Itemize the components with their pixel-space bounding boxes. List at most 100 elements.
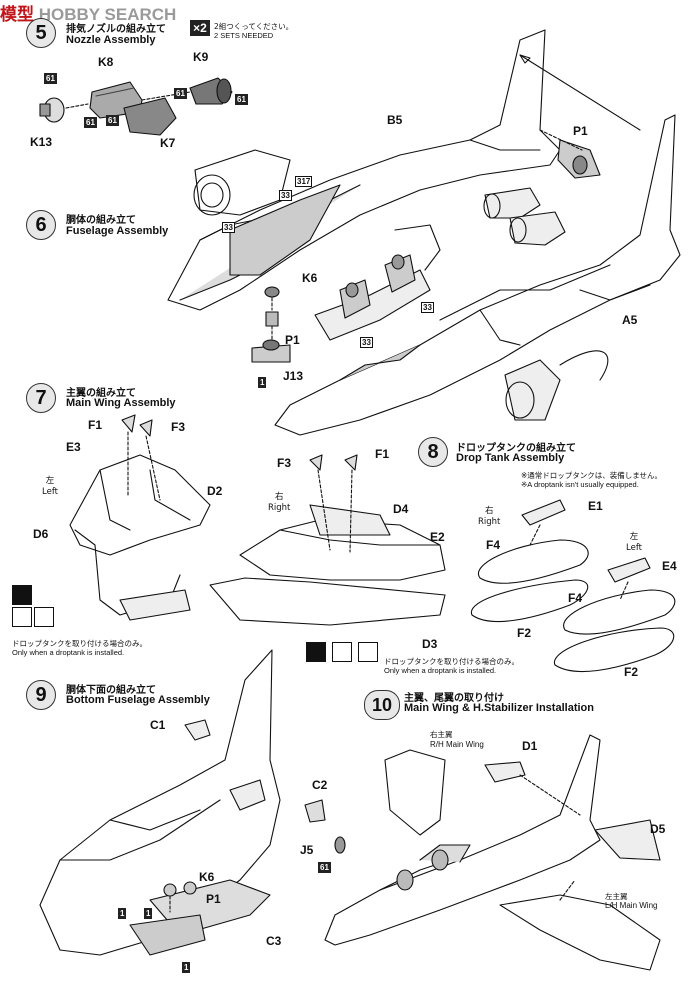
step-9-title-en: Bottom Fuselage Assembly — [66, 694, 210, 706]
part-a5: A5 — [622, 313, 638, 327]
main-wing-right — [210, 455, 445, 625]
side-left-step7: 左 Left — [42, 476, 58, 498]
side-right-jp: 右 — [274, 492, 284, 502]
attach-icon — [34, 607, 54, 627]
part-p1-c: P1 — [206, 892, 221, 906]
part-e3: E3 — [66, 440, 81, 454]
main-wing-left — [70, 415, 210, 620]
step-10-title-jp: 主翼、尾翼の取り付け — [404, 693, 504, 704]
step-8-title-jp: ドロップタンクの組み立て — [456, 443, 576, 454]
lh-main-wing-jp: 左主翼 — [605, 892, 628, 901]
part-j5: J5 — [300, 843, 314, 857]
part-f4-b: F4 — [568, 591, 583, 605]
paint-code-33-b: 33 — [222, 222, 235, 233]
rh-main-wing-jp: 右主翼 — [430, 730, 453, 739]
part-d2: D2 — [207, 484, 223, 498]
paint-code-1-b: 1 — [118, 908, 127, 919]
paint-code-1-c: 1 — [144, 908, 153, 919]
step-9-title-jp: 胴体下面の組み立て — [66, 685, 156, 696]
step-8-title-en: Drop Tank Assembly — [456, 452, 565, 464]
part-k6: K6 — [302, 271, 318, 285]
side-left-en-2: Left — [626, 543, 642, 553]
side-right-step7: 右 Right — [268, 492, 290, 514]
attach-icon-2 — [358, 642, 378, 662]
step-6-title-jp: 胴体の組み立て — [66, 215, 136, 226]
side-right-en: Right — [268, 503, 291, 513]
part-f2: F2 — [517, 626, 532, 640]
droptank-note-jp: ※通常ドロップタンクは、装備しません。 — [521, 471, 663, 480]
part-k7: K7 — [160, 136, 176, 150]
fuselage-b5 — [168, 30, 560, 310]
cockpit-seats — [315, 225, 440, 340]
part-f1-b: F1 — [375, 447, 390, 461]
step-8-number: 8 — [418, 437, 448, 467]
only-droptank-en-2: Only when a droptank is installed. — [384, 666, 497, 675]
step-6-number: 6 — [26, 210, 56, 240]
paint-code-33: 33 — [279, 190, 292, 201]
watermark: 模型 HOBBY SEARCH — [0, 0, 176, 25]
part-j13: J13 — [283, 369, 304, 383]
part-f1: F1 — [88, 418, 103, 432]
drill-hole-icon-2 — [332, 642, 352, 662]
side-left-step8: 左 Left — [626, 532, 642, 554]
paint-code-61-e: 61 — [235, 94, 248, 105]
part-f3: F3 — [171, 420, 186, 434]
step-10-number: 10 — [364, 690, 400, 720]
landing-parts — [252, 287, 290, 362]
part-f2-b: F2 — [624, 665, 639, 679]
paint-code-33-d: 33 — [360, 337, 373, 348]
droptank-note-en: ※A droptank isn't usually equipped. — [521, 480, 639, 489]
paint-code-1-d: 1 — [182, 962, 191, 973]
part-b5: B5 — [387, 113, 403, 127]
paint-code-61-b: 61 — [84, 117, 97, 128]
paint-code-61: 61 — [44, 73, 57, 84]
side-left-jp: 左 — [45, 476, 55, 486]
step-7-number: 7 — [26, 383, 56, 413]
step-5-number: 5 — [26, 18, 56, 48]
fuselage-a5 — [275, 115, 680, 435]
drop-tanks — [471, 500, 674, 672]
side-left-jp-2: 左 — [629, 532, 639, 542]
only-droptank-jp: ドロップタンクを取り付ける場合のみ。 — [12, 639, 147, 648]
paint-code-33-c: 33 — [421, 302, 434, 313]
drill-hole-icon — [12, 607, 32, 627]
step-6-title-en: Fuselage Assembly — [66, 225, 169, 237]
part-c3: C3 — [266, 934, 282, 948]
rh-main-wing-en: R/H Main Wing — [430, 740, 484, 749]
paint-code-61-c: 61 — [106, 115, 119, 126]
sets-badge: ×2 — [190, 20, 210, 36]
sets-needed-jp: 2組つくってください。 — [214, 22, 294, 31]
part-e1: E1 — [588, 499, 603, 513]
part-k8: K8 — [98, 55, 114, 69]
paint-code-61-d: 61 — [174, 88, 187, 99]
part-c1: C1 — [150, 718, 166, 732]
part-p1: P1 — [573, 124, 588, 138]
part-p1-b: P1 — [285, 333, 300, 347]
step-9-number: 9 — [26, 680, 56, 710]
part-d1: D1 — [522, 739, 538, 753]
sets-needed-en: 2 SETS NEEDED — [214, 31, 274, 40]
bottom-fuselage — [40, 650, 345, 955]
part-e2: E2 — [430, 530, 445, 544]
part-f3-b: F3 — [277, 456, 292, 470]
part-k13: K13 — [30, 135, 53, 149]
aircraft-final — [325, 735, 660, 970]
side-right-step8: 右 Right — [478, 506, 500, 528]
part-k6-b: K6 — [199, 870, 215, 884]
part-d5: D5 — [650, 822, 666, 836]
part-d4: D4 — [393, 502, 409, 516]
paint-code-1: 1 — [258, 377, 267, 388]
glue-icon-2 — [306, 642, 326, 662]
step-5-title-en: Nozzle Assembly — [66, 34, 156, 46]
watermark-text: HOBBY SEARCH — [38, 5, 177, 24]
paint-code-317: 317 — [295, 176, 313, 187]
glue-icon — [12, 585, 32, 605]
step-10-title-en: Main Wing & H.Stabilizer Installation — [404, 702, 594, 714]
paint-code-61-f: 61 — [318, 862, 331, 873]
lh-main-wing-en: L/H Main Wing — [605, 901, 658, 910]
watermark-logo: 模型 — [0, 5, 34, 24]
part-c2: C2 — [312, 778, 328, 792]
part-k9: K9 — [193, 50, 209, 64]
